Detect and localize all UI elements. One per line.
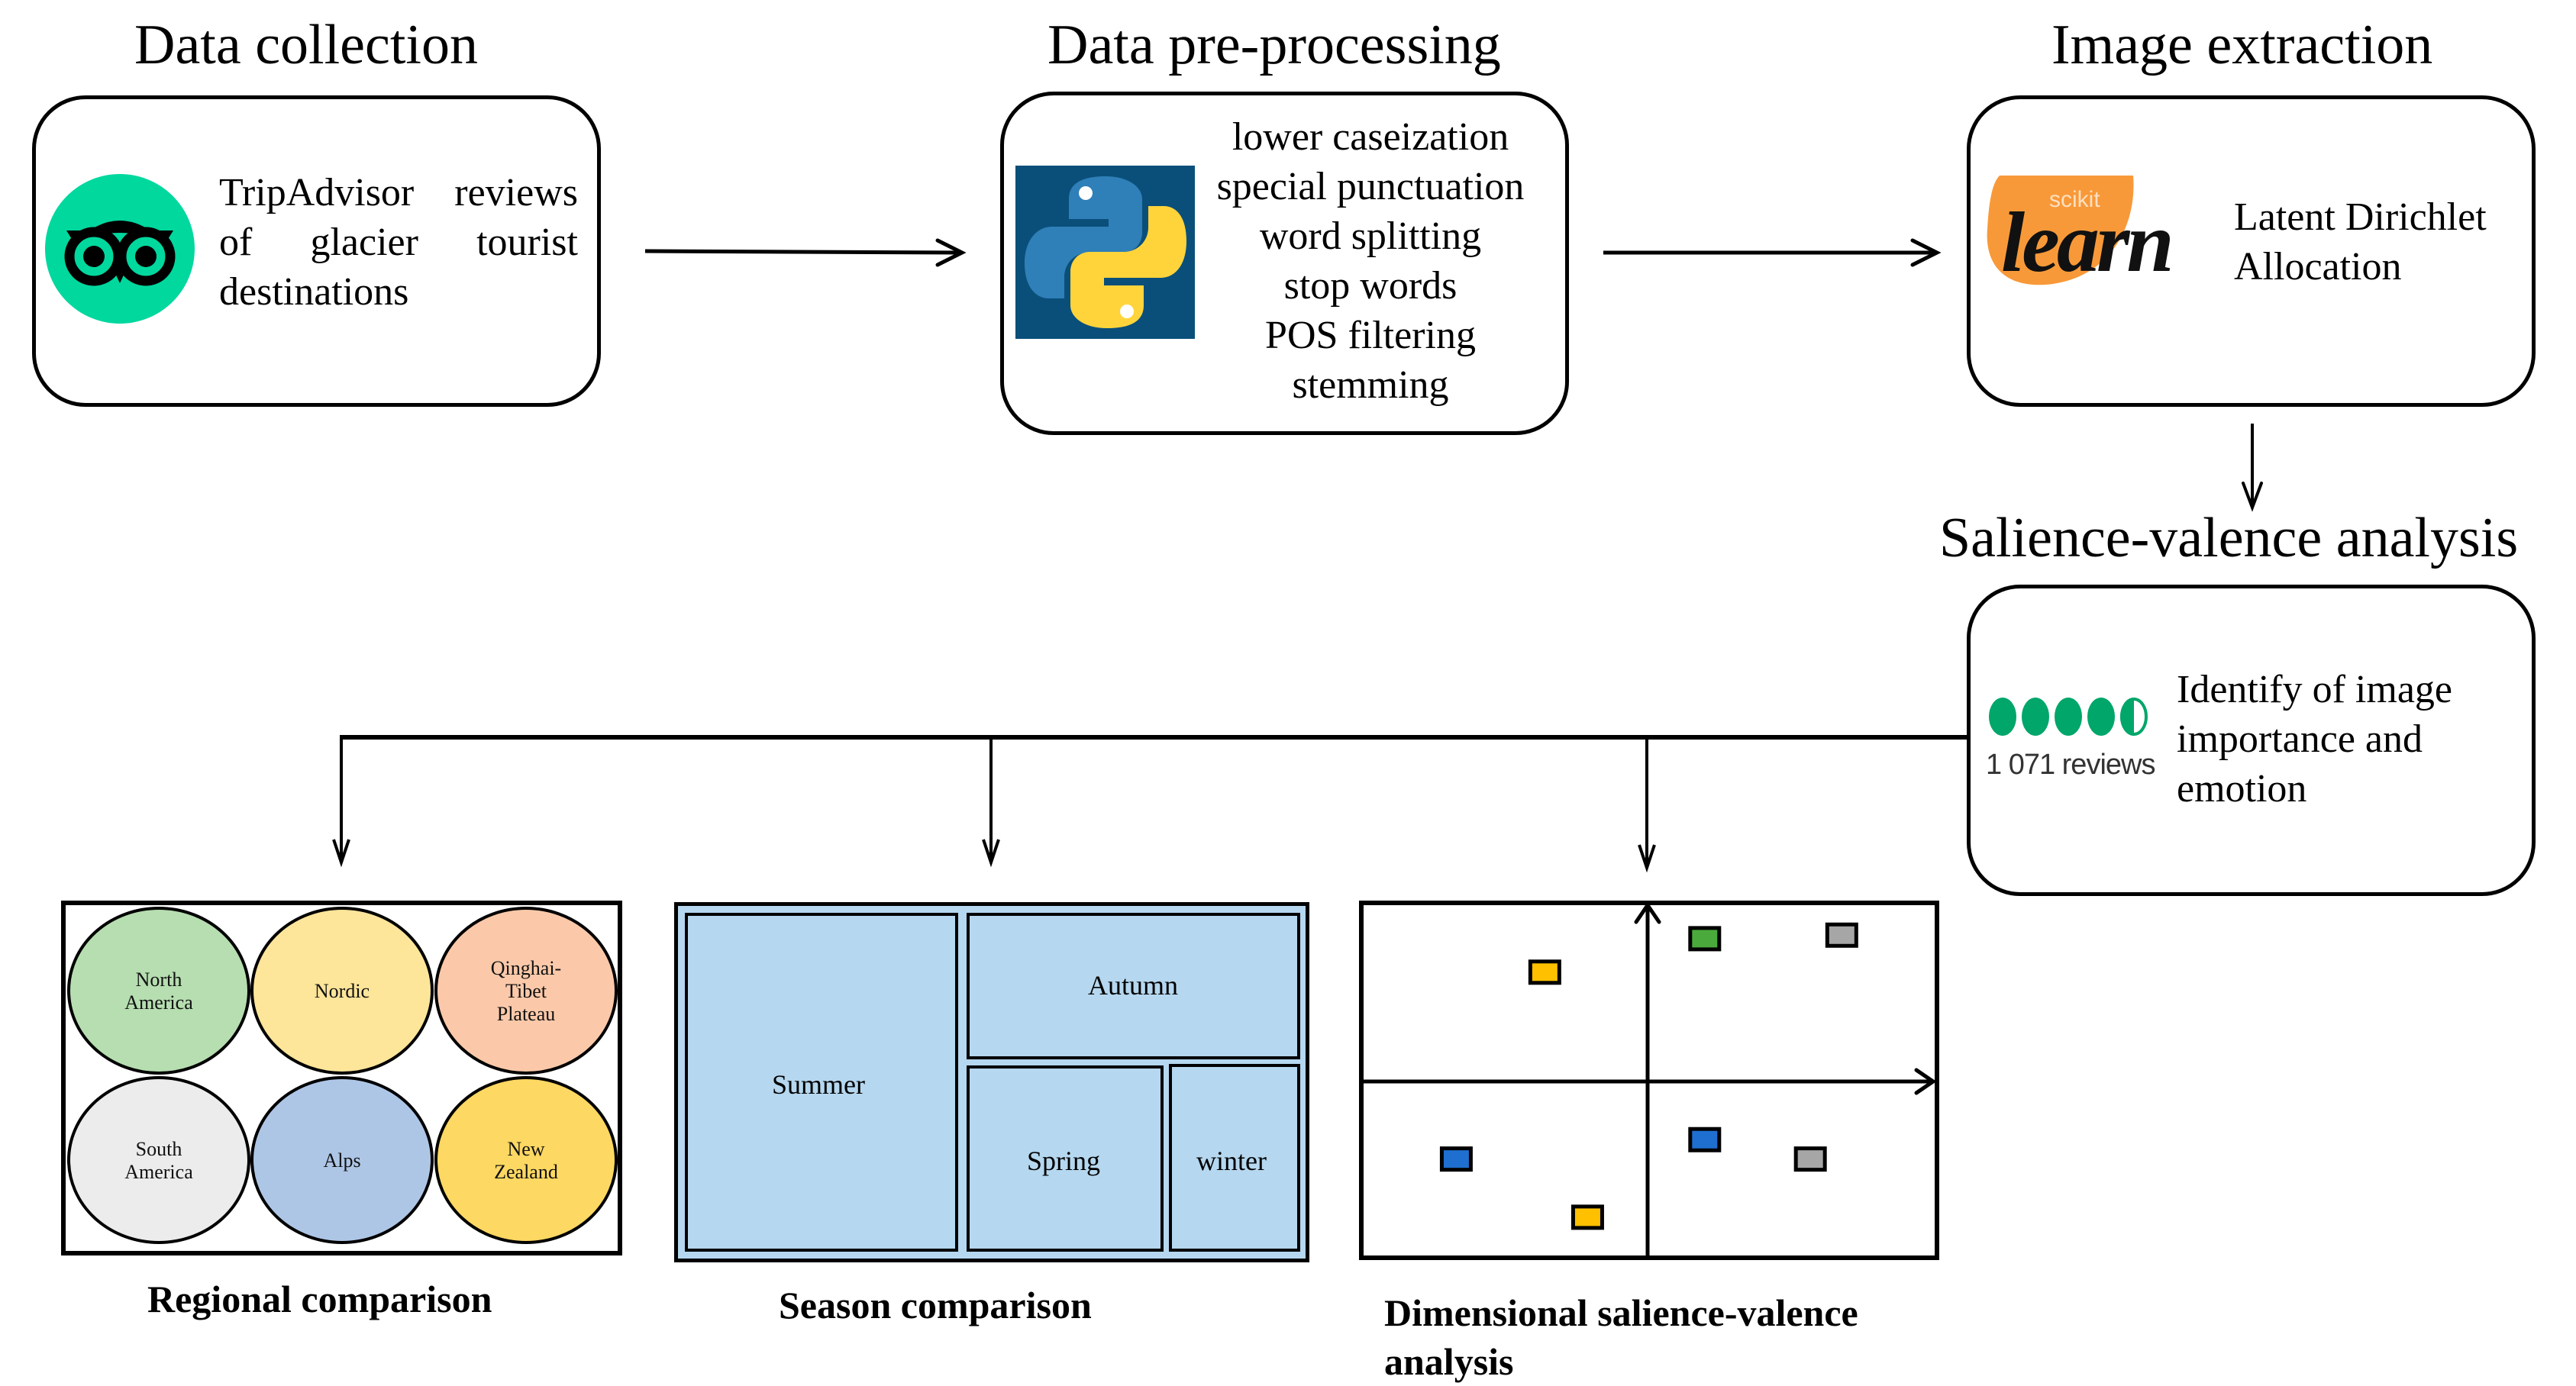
scikit-label: scikit bbox=[2049, 187, 2100, 212]
rating-bubble bbox=[2120, 698, 2148, 736]
caption-line-2: analysis bbox=[1384, 1340, 1514, 1383]
preprocessing-step: stop words bbox=[1283, 264, 1457, 308]
region-label: Plateau bbox=[497, 1003, 556, 1025]
quadrant-marker bbox=[1825, 922, 1858, 948]
arrow-extraction-to-salience bbox=[2242, 424, 2263, 512]
region-label: America bbox=[124, 1161, 193, 1183]
arrow-preprocessing-to-extraction bbox=[1603, 238, 1942, 267]
salience-line-2: importance and bbox=[2177, 717, 2423, 761]
regional-comparison-panel: NorthAmericaNordicQinghai-TibetPlateauSo… bbox=[61, 901, 622, 1255]
salience-axis bbox=[1634, 901, 1661, 1256]
season-label: Autumn bbox=[1088, 970, 1179, 1001]
regional-comparison-caption: Regional comparison bbox=[147, 1278, 492, 1320]
branch-connector bbox=[332, 735, 1972, 873]
region-label: South bbox=[136, 1138, 182, 1160]
region-label: North bbox=[136, 969, 182, 991]
stage-title-data-collection: Data collection bbox=[134, 14, 478, 76]
preprocessing-steps-list: lower caseization special punctuation wo… bbox=[1199, 112, 1542, 410]
season-comparison-panel: Summer Autumn Spring winter bbox=[674, 902, 1309, 1262]
salience-line-1: Identify of image bbox=[2177, 668, 2452, 711]
season-cell-winter: winter bbox=[1169, 1064, 1300, 1252]
stage-title-image-extraction: Image extraction bbox=[2051, 14, 2433, 76]
rating-bubbles-icon bbox=[1989, 698, 2148, 736]
rating-bubble bbox=[2087, 698, 2115, 736]
rating-bubble bbox=[1989, 698, 2016, 736]
data-collection-description: TripAdvisor reviews of glacier tourist d… bbox=[219, 171, 578, 314]
season-comparison-caption: Season comparison bbox=[779, 1284, 1092, 1326]
reviews-count: 1 071 reviews bbox=[1986, 749, 2155, 781]
rating-bubble bbox=[2022, 698, 2049, 736]
preprocessing-step: lower caseization bbox=[1232, 115, 1509, 159]
scikit-learn-logo: scikit learn bbox=[1984, 176, 2190, 290]
region-circle: Alps bbox=[250, 1076, 434, 1244]
quadrant-marker bbox=[1793, 1146, 1827, 1172]
image-extraction-box: scikit learn Latent Dirichlet Allocation bbox=[1967, 95, 2536, 407]
region-label: Qinghai- bbox=[491, 957, 561, 979]
scikit-blob-shape bbox=[1987, 176, 2134, 285]
quadrant-marker bbox=[1688, 926, 1722, 952]
season-label: winter bbox=[1196, 1146, 1267, 1176]
salience-valence-box: 1 071 reviews Identify of image importan… bbox=[1967, 585, 2536, 896]
lda-line-1: Latent Dirichlet bbox=[2234, 195, 2487, 239]
salience-line-3: emotion bbox=[2177, 767, 2307, 811]
stage-title-preprocessing: Data pre-processing bbox=[1048, 14, 1501, 76]
caption-line-1: Dimensional salience-valence bbox=[1384, 1291, 1858, 1334]
region-label: Zealand bbox=[494, 1161, 558, 1183]
rating-bubbles bbox=[1989, 698, 2148, 736]
season-label: Spring bbox=[1027, 1146, 1101, 1176]
learn-label: learn bbox=[2001, 195, 2174, 290]
dimensional-analysis-caption: Dimensional salience-valence analysis bbox=[1384, 1288, 1858, 1386]
dimensional-quadrant-chart bbox=[1359, 901, 1939, 1260]
rating-bubble bbox=[2055, 698, 2082, 736]
season-label: Summer bbox=[772, 1069, 865, 1100]
arrow-collection-to-preprocessing bbox=[644, 238, 967, 267]
quadrant-marker bbox=[1528, 959, 1561, 985]
region-label: Tibet bbox=[505, 980, 547, 1002]
salience-description: Identify of image importance and emotion bbox=[2177, 665, 2513, 814]
lda-line-2: Allocation bbox=[2234, 245, 2402, 288]
preprocessing-step: word splitting bbox=[1259, 214, 1482, 258]
tripadvisor-owl-icon bbox=[45, 174, 195, 324]
data-collection-box: TripAdvisor reviews of glacier tourist d… bbox=[32, 95, 601, 407]
python-logo-icon bbox=[1015, 166, 1195, 339]
region-label: America bbox=[124, 991, 193, 1014]
season-cell-summer: Summer bbox=[685, 913, 958, 1252]
preprocessing-step: special punctuation bbox=[1216, 165, 1525, 208]
stage-title-salience-valence: Salience-valence analysis bbox=[1939, 507, 2519, 569]
quadrant-marker bbox=[1439, 1146, 1473, 1172]
quadrant-marker bbox=[1688, 1127, 1722, 1152]
season-cell-spring: Spring bbox=[967, 1065, 1164, 1252]
region-label: New bbox=[507, 1138, 544, 1160]
region-label: Nordic bbox=[315, 980, 370, 1002]
region-circle: Nordic bbox=[250, 907, 434, 1075]
preprocessing-step: stemming bbox=[1292, 363, 1449, 407]
quadrant-marker bbox=[1570, 1204, 1604, 1230]
region-label: Alps bbox=[323, 1149, 360, 1172]
preprocessing-step: POS filtering bbox=[1265, 314, 1476, 357]
preprocessing-box: lower caseization special punctuation wo… bbox=[1000, 92, 1569, 435]
image-extraction-description: Latent Dirichlet Allocation bbox=[2234, 192, 2524, 292]
season-cell-autumn: Autumn bbox=[967, 913, 1300, 1059]
